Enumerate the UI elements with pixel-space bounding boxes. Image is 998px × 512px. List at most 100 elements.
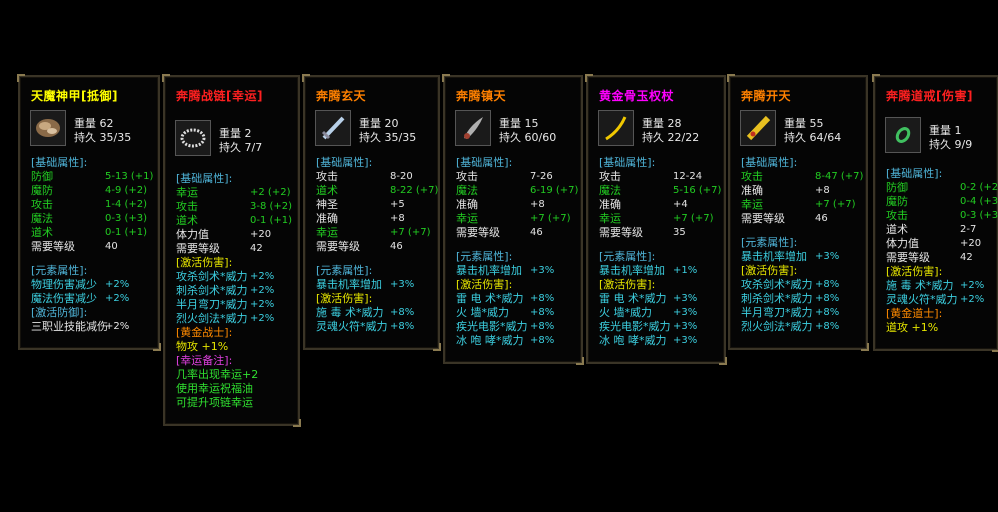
stat-row: 物理伤害减少 +2% bbox=[20, 278, 158, 292]
stat-row: 需要等级 42 bbox=[875, 251, 997, 265]
stat-label: 可提升项链幸运 bbox=[176, 396, 253, 409]
section-header: [基础属性]: bbox=[456, 156, 513, 169]
stat-row: 暴击机率增加 +1% bbox=[588, 264, 724, 278]
stat-row: 疾光电影*威力 +8% bbox=[445, 320, 581, 334]
stat-value: +8% bbox=[390, 321, 415, 332]
stat-value: 4-9 (+2) bbox=[105, 185, 148, 196]
stat-row: 刺杀剑术*威力 +2% bbox=[165, 284, 298, 298]
stat-label: 幸运 bbox=[176, 186, 198, 199]
stat-value: +7 (+7) bbox=[815, 199, 856, 210]
stat-row: 半月弯刀*威力 +2% bbox=[165, 298, 298, 312]
stat-row: 体力值 +20 bbox=[165, 228, 298, 242]
stat-row: 道术 2-7 bbox=[875, 223, 997, 237]
stat-label: 攻击 bbox=[741, 170, 763, 183]
item-title: 奔腾玄天 bbox=[316, 89, 367, 103]
stat-value: 0-1 (+1) bbox=[250, 215, 293, 226]
stat-value: +1% bbox=[673, 265, 698, 276]
stat-label: 魔法 bbox=[456, 184, 478, 197]
stat-value: +7 (+7) bbox=[530, 213, 571, 224]
stat-label: 需要等级 bbox=[316, 240, 360, 253]
stat-label: 体力值 bbox=[176, 228, 209, 241]
stat-label: 魔防 bbox=[31, 184, 53, 197]
stat-label: 防御 bbox=[886, 181, 908, 194]
stat-label: 神圣 bbox=[316, 198, 338, 211]
stat-label: 冰 咆 哮*威力 bbox=[599, 334, 667, 347]
stat-label: 需要等级 bbox=[176, 242, 220, 255]
section-header: [黄金道士]: bbox=[886, 307, 943, 320]
stat-row: 攻杀剑术*威力 +2% bbox=[165, 270, 298, 284]
stat-row: 灵魂火符*威力 +2% bbox=[875, 293, 997, 307]
stat-row: 灵魂火符*威力 +8% bbox=[305, 320, 438, 334]
weight-value: 62 bbox=[99, 117, 114, 130]
stat-label: 魔防 bbox=[886, 195, 908, 208]
weight-value: 15 bbox=[524, 117, 539, 130]
stat-row: 魔法伤害减少 +2% bbox=[20, 292, 158, 306]
item-stats-meta: 重量 20 持久 35/35 bbox=[359, 117, 416, 145]
stat-value: +8% bbox=[530, 335, 555, 346]
item-title: 奔腾镇天 bbox=[456, 89, 507, 103]
stat-row: 魔防 0-4 (+3) bbox=[875, 195, 998, 209]
section-header: [激活伤害]: bbox=[886, 265, 943, 278]
stat-label: 刺杀剑术*威力 bbox=[741, 292, 813, 305]
stat-row: 烈火剑法*威力 +8% bbox=[730, 320, 866, 334]
stat-label: 体力值 bbox=[886, 237, 919, 250]
stat-row: 可提升项链幸运 bbox=[165, 396, 298, 410]
stat-row: 攻击 1-4 (+2) bbox=[20, 198, 158, 212]
stat-label: 幸运 bbox=[316, 226, 338, 239]
stat-value: +2% bbox=[250, 271, 275, 282]
stat-row: 火 墙*威力 +8% bbox=[445, 306, 581, 320]
weight-label: 重量 bbox=[642, 117, 664, 130]
durability-label: 持久 bbox=[74, 131, 96, 144]
stat-value: +7 (+7) bbox=[390, 227, 431, 238]
necklace-icon bbox=[175, 120, 211, 156]
section-header: [激活伤害]: bbox=[599, 278, 656, 291]
armor-icon bbox=[30, 110, 66, 146]
stat-label: 防御 bbox=[31, 170, 53, 183]
stat-row: 攻击 8-20 bbox=[305, 170, 438, 184]
item-title: 奔腾战链[幸运] bbox=[176, 89, 263, 103]
stat-label: 准确 bbox=[741, 184, 763, 197]
stat-value: +8% bbox=[815, 307, 840, 318]
stat-label: 攻杀剑术*威力 bbox=[176, 270, 248, 283]
stat-value: +2% bbox=[105, 279, 130, 290]
stat-value: +3% bbox=[530, 265, 555, 276]
stat-label: 准确 bbox=[599, 198, 621, 211]
blade-icon bbox=[455, 110, 491, 146]
stat-label: 道术 bbox=[31, 226, 53, 239]
section-header: [基础属性]: bbox=[316, 156, 373, 169]
stat-value: 8-22 (+7) bbox=[390, 185, 439, 196]
stat-value: +8% bbox=[815, 293, 840, 304]
section-header: [基础属性]: bbox=[599, 156, 656, 169]
weight-value: 28 bbox=[667, 117, 682, 130]
stat-label: 烈火剑法*威力 bbox=[741, 320, 813, 333]
stat-row: 火 墙*威力 +3% bbox=[588, 306, 724, 320]
section-header: [元素属性]: bbox=[741, 236, 798, 249]
stat-value: +3% bbox=[815, 251, 840, 262]
stat-label: 道术 bbox=[886, 223, 908, 236]
stat-row: 暴击机率增加 +3% bbox=[305, 278, 438, 292]
stat-row: 攻击 8-47 (+7) bbox=[730, 170, 866, 184]
stat-row: 施 毒 术*威力 +8% bbox=[305, 306, 438, 320]
durability-value: 22/22 bbox=[667, 131, 700, 144]
stat-row: 准确 +8 bbox=[445, 198, 581, 212]
stat-label: 攻击 bbox=[456, 170, 478, 183]
stat-row: 施 毒 术*威力 +2% bbox=[875, 279, 997, 293]
stat-label: 雷 电 术*威力 bbox=[599, 292, 667, 305]
stat-row: 使用幸运祝福油 bbox=[165, 382, 298, 396]
stat-label: 灵魂火符*威力 bbox=[316, 320, 388, 333]
stat-label: 需要等级 bbox=[31, 240, 75, 253]
stat-value: 7-26 bbox=[530, 171, 553, 182]
stat-value: +8% bbox=[815, 279, 840, 290]
item-title: 天魔神甲[抵御] bbox=[31, 89, 118, 103]
item-title: 奔腾道戒[伤害] bbox=[886, 89, 973, 103]
stat-value: +8 bbox=[815, 185, 830, 196]
stat-row: 魔法 0-3 (+3) bbox=[20, 212, 158, 226]
sword-icon bbox=[315, 110, 351, 146]
stat-label: 施 毒 术*威力 bbox=[886, 279, 954, 292]
stat-value: +2% bbox=[250, 285, 275, 296]
stat-label: 火 墙*威力 bbox=[456, 306, 509, 319]
stat-label: 烈火剑法*威力 bbox=[176, 312, 248, 325]
item-tooltip-panel: 天魔神甲[抵御] 重量 62 持久 35/35 [基础属性]: 防御 5-13 … bbox=[17, 74, 161, 351]
stat-value: 8-47 (+7) bbox=[815, 171, 864, 182]
stat-label: 幸运 bbox=[599, 212, 621, 225]
